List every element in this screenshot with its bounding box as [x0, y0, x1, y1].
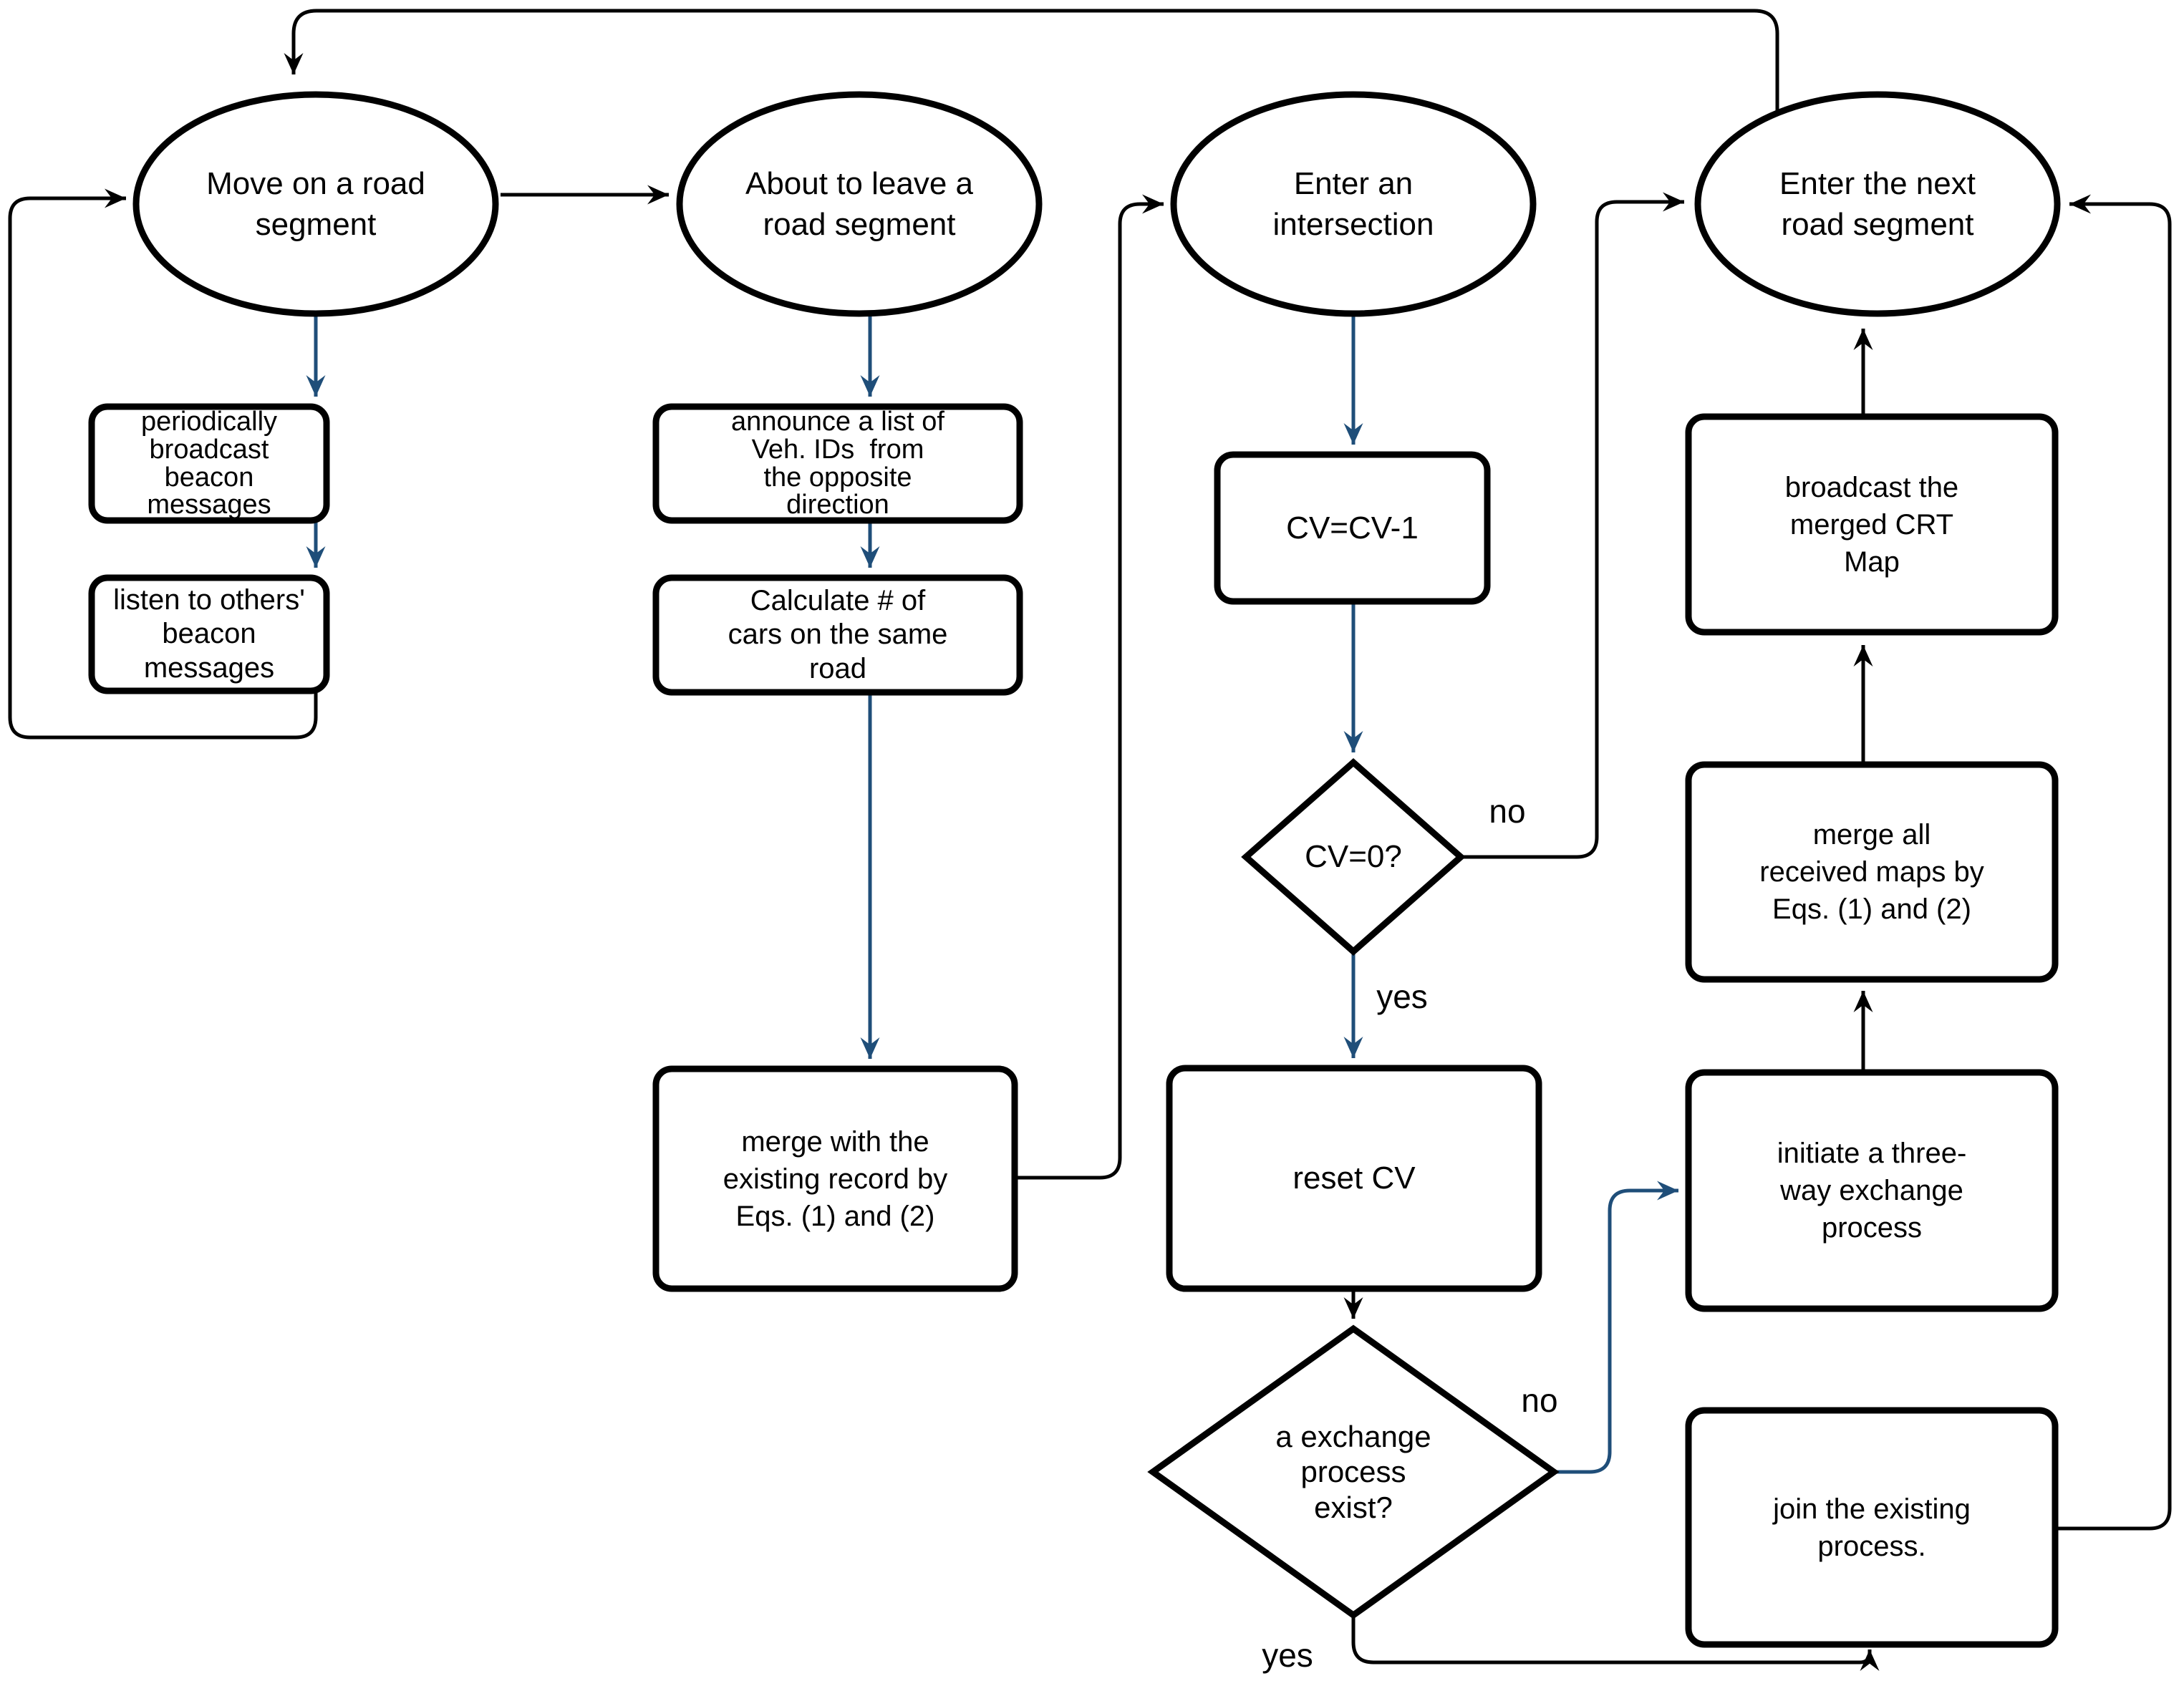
- node-initiate-exchange-shape: [1685, 1069, 2059, 1312]
- node-about-to-leave-shape: [676, 91, 1043, 317]
- node-merge-existing-label: merge with the existing record by Eqs. (…: [723, 1125, 948, 1232]
- node-cv-decrement-shape: [1214, 451, 1491, 605]
- node-reset-cv-shape: [1166, 1065, 1542, 1292]
- edge-join-existing-to-enter-next-road: [2055, 194, 2172, 1531]
- node-move-on-road-segment-shape: [132, 91, 499, 317]
- node-announce-list-label: announce a list of Veh. IDs from the opp…: [731, 407, 944, 520]
- branch-label-cv-zero-yes: yes: [1376, 978, 1428, 1015]
- node-reset-cv-label: reset CV: [1292, 1161, 1416, 1196]
- node-about-to-leave-label: About to leave a road segment: [745, 165, 973, 242]
- node-join-existing-label: join the existing process.: [1773, 1493, 1971, 1562]
- node-broadcast-beacons-shape: [88, 403, 330, 524]
- node-listen-beacons-shape: [88, 574, 330, 694]
- edge-merge-existing-to-enter-intersection: [1015, 194, 1164, 1180]
- branch-label-exchange-no: no: [1521, 1382, 1558, 1419]
- node-listen-beacons-label: listen to others' beacon messages: [113, 584, 305, 684]
- node-merge-existing-shape: [652, 1065, 1018, 1292]
- node-enter-intersection-label: Enter an intersection: [1272, 165, 1434, 242]
- node-announce-list-shape: [652, 403, 1023, 524]
- node-move-on-road-segment-label: Move on a road segment: [206, 165, 425, 242]
- node-exchange-exists-shape: [1147, 1324, 1560, 1619]
- node-join-existing-shape: [1685, 1407, 2059, 1648]
- node-exchange-exists-label: a exchange process exist?: [1275, 1419, 1431, 1524]
- node-broadcast-beacons-label: periodically broadcast beacon messages: [140, 407, 278, 520]
- branch-label-exchange-yes: yes: [1262, 1637, 1313, 1674]
- node-calculate-cars-label: Calculate # of cars on the same road: [728, 585, 948, 684]
- edge-next-road-to-move-feedback: [284, 9, 1779, 116]
- node-enter-intersection-shape: [1170, 91, 1537, 317]
- edge-listen-loop-to-move: [8, 188, 318, 740]
- node-broadcast-crt-label: broadcast the merged CRT Map: [1784, 471, 1959, 578]
- node-enter-next-road-shape: [1694, 91, 2061, 317]
- node-cv-decrement-label: CV=CV-1: [1286, 510, 1419, 546]
- node-cv-zero-shape: [1241, 758, 1466, 956]
- edge-exchange-no-to-initiate: [1554, 1181, 1678, 1474]
- node-merge-maps-shape: [1685, 761, 2059, 983]
- edge-cv-zero-no-to-enter-next-road: [1461, 192, 1684, 859]
- node-calculate-cars-shape: [652, 574, 1023, 696]
- node-merge-maps-label: merge all received maps by Eqs. (1) and …: [1759, 819, 1984, 925]
- node-broadcast-crt-shape: [1685, 413, 2059, 636]
- node-enter-next-road-label: Enter the next road segment: [1779, 165, 1976, 242]
- edge-exchange-yes-to-join-existing: [1351, 1615, 1880, 1671]
- branch-label-cv-zero-no: no: [1489, 793, 1526, 830]
- node-initiate-exchange-label: initiate a three- way exchange process: [1777, 1138, 1967, 1244]
- node-cv-zero-label: CV=0?: [1305, 839, 1402, 875]
